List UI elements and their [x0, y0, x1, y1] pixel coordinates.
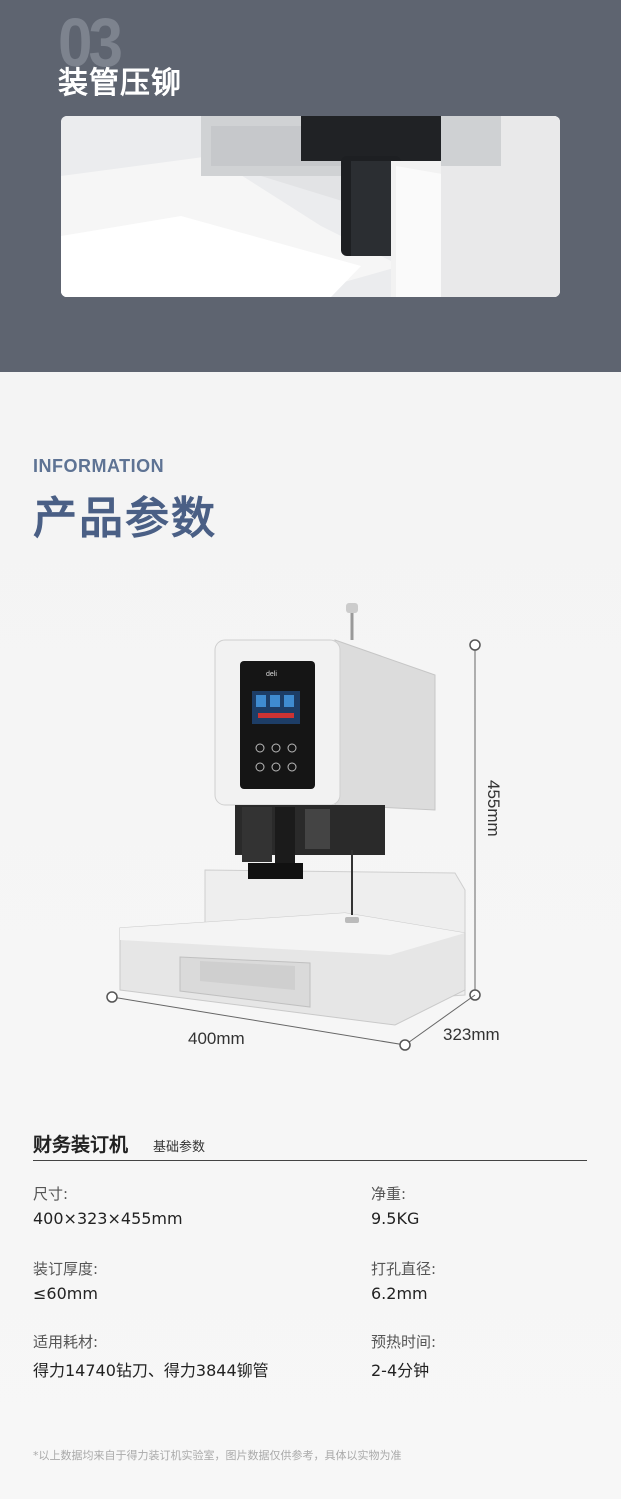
spec-value-weight: 9.5KG	[371, 1209, 420, 1228]
section-number: 03	[58, 5, 123, 82]
spec-label-size: 尺寸:	[33, 1185, 69, 1203]
spec-label-preheat: 预热时间:	[371, 1333, 437, 1351]
brand-logo: deli	[266, 671, 277, 678]
spec-value-consumables: 得力14740钻刀、得力3844铆管	[33, 1361, 269, 1380]
info-heading-cn: 产品参数	[33, 493, 217, 544]
spec-label-thickness: 装订厚度:	[33, 1260, 99, 1278]
spec-value-preheat: 2-4分钟	[371, 1361, 430, 1380]
spec-title: 财务装订机	[33, 1134, 129, 1156]
width-dimension: 400mm	[188, 1029, 245, 1048]
spec-divider	[33, 1160, 587, 1161]
spec-subtitle: 基础参数	[153, 1140, 206, 1155]
info-heading-en: INFORMATION	[33, 456, 165, 476]
spec-value-size: 400×323×455mm	[33, 1209, 183, 1228]
spec-label-consumables: 适用耗材:	[33, 1333, 99, 1351]
section-title: 装管压铆	[58, 66, 182, 101]
depth-dimension: 323mm	[443, 1025, 500, 1044]
spec-value-hole-diameter: 6.2mm	[371, 1284, 428, 1303]
binding-machine-illustration: deli	[100, 595, 520, 1055]
disclaimer-note: *以上数据均来自于得力装订机实验室，图片数据仅供参考，具体以实物为准	[33, 1449, 402, 1462]
height-dimension: 455mm	[484, 780, 503, 837]
spec-value-thickness: ≤60mm	[33, 1284, 98, 1303]
riveting-closeup-photo	[61, 116, 560, 297]
spec-label-hole-diameter: 打孔直径:	[371, 1260, 437, 1278]
spec-label-weight: 净重:	[371, 1185, 407, 1203]
